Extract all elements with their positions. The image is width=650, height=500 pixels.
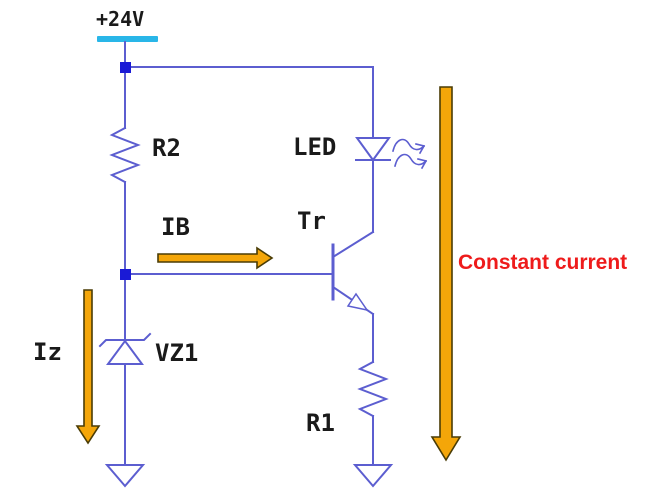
r2-label: R2: [152, 134, 181, 162]
wires-group: [98, 41, 428, 488]
supply-voltage-label: +24V: [96, 7, 145, 31]
zener-vz1-symbol: [106, 339, 144, 365]
supply-rail-bar: [97, 36, 158, 42]
constant-current-arrow: [430, 86, 462, 462]
junction-dot-top: [120, 62, 131, 73]
transistor-collector-lead: [331, 230, 375, 259]
resistor-r1-symbol: [357, 360, 389, 418]
led-light-emission-icon: [392, 138, 428, 170]
ground-symbol-left: [104, 464, 146, 488]
vz1-label: VZ1: [155, 339, 199, 367]
resistor-r2-symbol: [109, 126, 141, 184]
transistor-emitter-arrowhead: [346, 292, 369, 312]
transistor-label: Tr: [297, 207, 326, 235]
r1-label: R1: [306, 409, 335, 437]
ground-symbol-right: [352, 464, 394, 488]
led-symbol: [355, 137, 391, 162]
constant-current-label: Constant current: [458, 251, 628, 274]
junction-dot-base: [120, 269, 131, 280]
current-arrows-group: [75, 86, 462, 462]
junctions-group: [120, 62, 131, 280]
ib-current-label: IB: [161, 213, 190, 241]
led-label: LED: [293, 133, 337, 161]
ib-current-arrow: [157, 246, 274, 270]
iz-current-arrow: [75, 289, 101, 445]
iz-current-label: Iz: [33, 338, 62, 366]
